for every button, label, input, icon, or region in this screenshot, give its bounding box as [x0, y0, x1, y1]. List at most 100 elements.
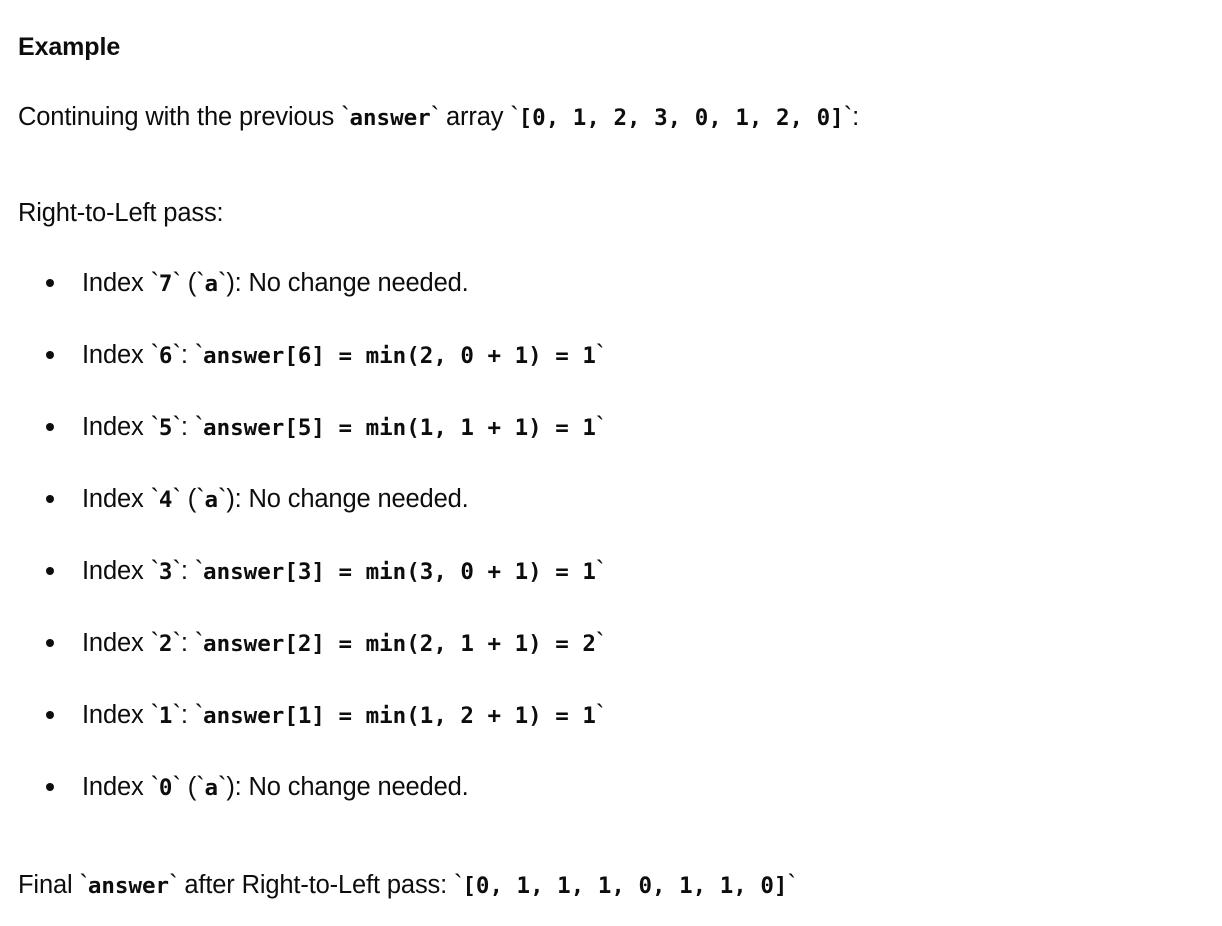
backtick-open-var: ` [196, 485, 205, 513]
backtick-close-index: ` [172, 557, 181, 585]
intro-middle-text: array [439, 103, 511, 131]
backtick-open-index: ` [150, 773, 160, 801]
item-tail-text: ): No change needed. [226, 269, 469, 297]
backtick-open-index: ` [150, 341, 160, 369]
item-lead-text: Index [82, 485, 151, 513]
backtick-close-var: ` [217, 269, 227, 297]
inline-code-answer: answer [87, 873, 170, 899]
backtick-close-expr: ` [595, 341, 605, 369]
item-mid-text: : [180, 701, 195, 729]
inline-code-index: 6 [158, 343, 173, 369]
list-item: Index `1`: `answer[1] = min(1, 2 + 1) = … [18, 698, 1204, 770]
backtick-close-expr: ` [595, 557, 605, 585]
bullet-icon [46, 423, 54, 431]
item-lead-text: Index [82, 773, 151, 801]
intro-suffix-text: : [852, 103, 860, 131]
pass-label: Right-to-Left pass: [18, 199, 224, 227]
inline-code-index: 5 [158, 415, 173, 441]
item-mid-text: : [180, 413, 195, 441]
inline-code-var: a [204, 775, 218, 801]
backtick-open-answer: ` [341, 103, 350, 131]
item-lead-text: Index [82, 269, 151, 297]
list-item: Index `3`: `answer[3] = min(3, 0 + 1) = … [18, 554, 1204, 626]
intro-prefix-text: Continuing with the previous [18, 103, 342, 131]
bullet-icon [46, 639, 54, 647]
backtick-open-index: ` [150, 629, 160, 657]
page-title: Example [18, 33, 121, 61]
backtick-open-var: ` [196, 269, 205, 297]
backtick-close-var: ` [217, 773, 227, 801]
backtick-open-index: ` [150, 557, 160, 585]
backtick-open-expr: ` [194, 629, 204, 657]
item-tail-text: ): No change needed. [226, 773, 469, 801]
inline-code-expression: answer[6] = min(2, 0 + 1) = 1 [203, 343, 596, 369]
bullet-icon [46, 567, 54, 575]
bullet-icon [46, 279, 54, 287]
backtick-close-index: ` [172, 413, 181, 441]
bullet-icon [46, 711, 54, 719]
backtick-close-var: ` [217, 485, 227, 513]
bullet-icon [46, 351, 54, 359]
inline-code-index: 1 [158, 703, 173, 729]
inline-code-expression: answer[1] = min(1, 2 + 1) = 1 [203, 703, 596, 729]
backtick-close-expr: ` [595, 629, 605, 657]
item-lead-text: Index [82, 341, 151, 369]
backtick-open-var: ` [196, 773, 205, 801]
item-lead-text: Index [82, 413, 151, 441]
backtick-open-index: ` [150, 269, 160, 297]
final-middle-text: after Right-to-Left pass: [177, 871, 455, 899]
inline-code-index: 7 [158, 271, 173, 297]
item-mid-text: : [180, 557, 195, 585]
item-mid-text: : [180, 629, 195, 657]
backtick-open-answer: ` [79, 871, 88, 899]
inline-code-var: a [204, 271, 218, 297]
list-item: Index `5`: `answer[5] = min(1, 1 + 1) = … [18, 410, 1204, 482]
item-lead-text: Index [82, 629, 151, 657]
inline-code-expression: answer[3] = min(3, 0 + 1) = 1 [203, 559, 596, 585]
backtick-close-index: ` [172, 485, 181, 513]
inline-code-index: 4 [158, 487, 173, 513]
inline-code-array: [0, 1, 1, 1, 0, 1, 1, 0] [462, 873, 788, 899]
backtick-open-expr: ` [194, 557, 204, 585]
backtick-close-index: ` [172, 773, 181, 801]
backtick-close-array: ` [787, 871, 796, 899]
list-item: Index `0` (`a`): No change needed. [18, 770, 1204, 842]
backtick-open-array: ` [454, 871, 463, 899]
backtick-open-expr: ` [194, 701, 204, 729]
inline-code-expression: answer[5] = min(1, 1 + 1) = 1 [203, 415, 596, 441]
backtick-open-expr: ` [194, 341, 204, 369]
inline-code-index: 3 [158, 559, 173, 585]
item-mid-text: ( [180, 269, 197, 297]
backtick-close-expr: ` [595, 413, 605, 441]
inline-code-index: 2 [158, 631, 173, 657]
backtick-close-index: ` [172, 269, 181, 297]
backtick-close-array: ` [843, 103, 853, 131]
bullet-icon [46, 495, 54, 503]
backtick-close-expr: ` [595, 701, 605, 729]
backtick-close-index: ` [172, 629, 181, 657]
item-mid-text: : [180, 341, 195, 369]
backtick-close-index: ` [172, 341, 181, 369]
inline-code-var: a [204, 487, 218, 513]
rtl-pass-list: Index `7` (`a`): No change needed. Index… [18, 266, 1204, 842]
list-item: Index `6`: `answer[6] = min(2, 0 + 1) = … [18, 338, 1204, 410]
inline-code-array: [0, 1, 2, 3, 0, 1, 2, 0] [518, 105, 844, 131]
list-item: Index `7` (`a`): No change needed. [18, 266, 1204, 338]
inline-code-index: 0 [158, 775, 173, 801]
inline-code-answer: answer [349, 105, 431, 131]
backtick-close-answer: ` [169, 871, 178, 899]
backtick-open-index: ` [150, 413, 160, 441]
backtick-close-answer: ` [430, 103, 440, 131]
backtick-close-index: ` [172, 701, 181, 729]
backtick-open-expr: ` [194, 413, 204, 441]
backtick-open-array: ` [510, 103, 519, 131]
item-tail-text: ): No change needed. [226, 485, 469, 513]
bullet-icon [46, 783, 54, 791]
final-paragraph: Final `answer` after Right-to-Left pass:… [18, 868, 796, 903]
item-lead-text: Index [82, 557, 151, 585]
backtick-open-index: ` [150, 701, 160, 729]
item-mid-text: ( [180, 485, 197, 513]
list-item: Index `4` (`a`): No change needed. [18, 482, 1204, 554]
final-prefix-text: Final [18, 871, 80, 899]
